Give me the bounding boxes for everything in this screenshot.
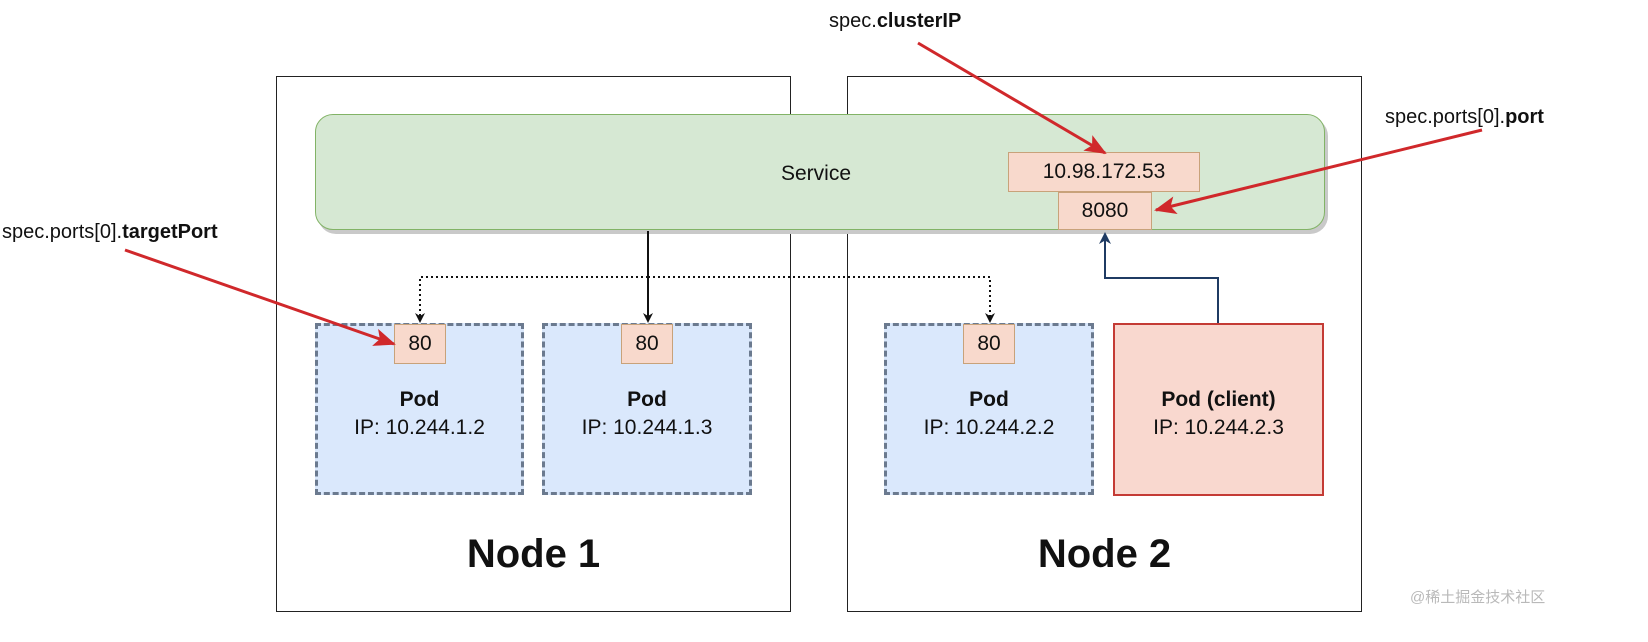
target-port-callout-prefix: spec.ports[0]. [2,221,123,243]
pod-3-ip: IP: 10.244.2.2 [923,416,1055,439]
client-to-service-arrow [1099,232,1219,323]
pod-3-title: Pod [969,388,1009,411]
target-port-callout-field: targetPort [122,221,218,243]
port-callout: spec.ports[0].port [1385,106,1544,129]
port-callout-arrow [1154,128,1483,214]
cluster-ip-callout-arrow [917,41,1107,155]
service-label: Service [781,162,852,185]
node-1-label: Node 1 [466,532,601,576]
target-port-callout: spec.ports[0].targetPort [2,221,218,244]
pod-2-title: Pod [627,388,667,411]
pod-3-target-port: 80 [963,324,1015,364]
cluster-ip-box: 10.98.172.53 [1008,152,1200,192]
pod-client: Pod (client) IP: 10.244.2.3 [1113,323,1324,496]
node-2-label: Node 2 [1037,532,1172,576]
port-callout-field: port [1505,106,1544,128]
service-to-pod-3-dotted-arrow [648,276,995,323]
pod-2-text: Pod IP: 10.244.1.3 [545,386,749,442]
watermark: @稀土掘金技术社区 [1410,589,1546,606]
pod-1-target-port: 80 [394,324,446,364]
service-to-pod-1-dotted-arrow [415,276,648,323]
pod-client-ip: IP: 10.244.2.3 [1153,416,1284,439]
pod-client-text: Pod (client) IP: 10.244.2.3 [1115,386,1322,442]
target-port-callout-arrow [124,248,396,346]
cluster-ip-callout-field: clusterIP [876,10,962,32]
pod-2-target-port: 80 [621,324,673,364]
service-port-box: 8080 [1058,192,1152,230]
pod-1-ip: IP: 10.244.1.2 [354,416,485,439]
pod-3-text: Pod IP: 10.244.2.2 [887,386,1091,442]
pod-2-ip: IP: 10.244.1.3 [581,416,713,439]
pod-client-title: Pod (client) [1161,388,1276,411]
cluster-ip-callout: spec.clusterIP [829,10,961,33]
pod-1-text: Pod IP: 10.244.1.2 [318,386,521,442]
pod-1-title: Pod [399,388,440,411]
cluster-ip-callout-prefix: spec. [829,10,877,32]
port-callout-prefix: spec.ports[0]. [1385,106,1506,128]
